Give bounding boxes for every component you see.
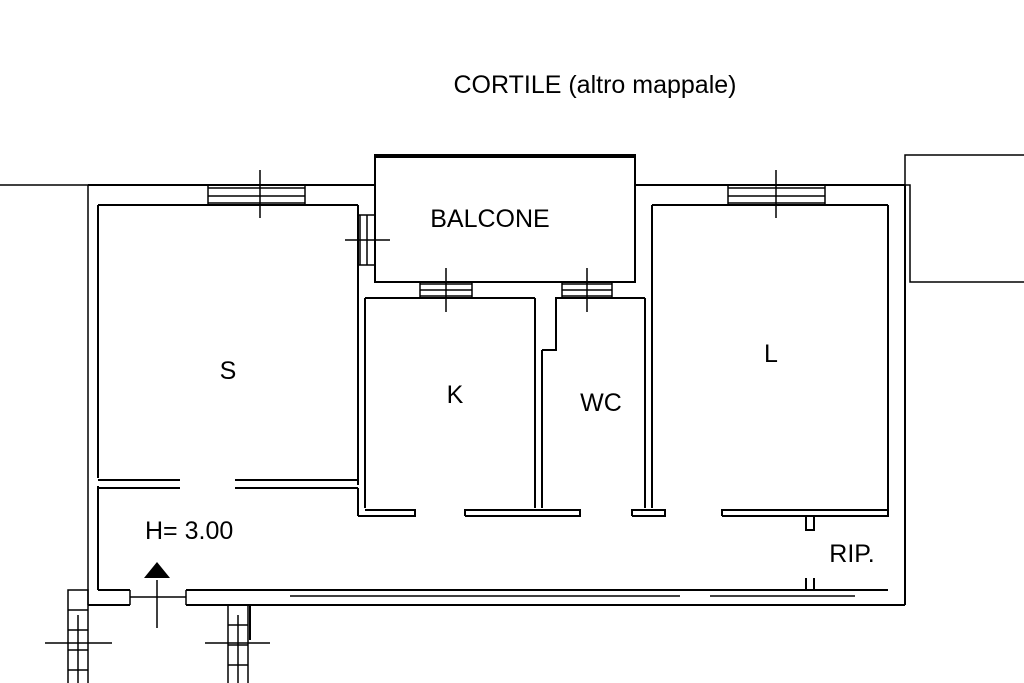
room-label-s: S: [220, 357, 237, 385]
closet-walls: [805, 516, 888, 591]
room-label-wc: WC: [580, 389, 622, 417]
balcony-outline: [374, 154, 636, 283]
site-boundary-lines: [0, 154, 1024, 605]
room-label-k: K: [447, 381, 464, 409]
window-k: [419, 268, 473, 312]
room-k-walls: [357, 297, 581, 517]
exterior-label: CORTILE (altro mappale): [454, 71, 737, 99]
windows: [129, 170, 855, 628]
window-l: [727, 170, 826, 218]
outer-walls: [88, 184, 906, 640]
entrance-arrow-icon: [144, 562, 170, 578]
window-wc: [561, 268, 613, 312]
room-wc-walls: [541, 205, 666, 517]
window-s-side: [345, 214, 390, 266]
entrance-door: [129, 580, 187, 628]
stair-elements: [45, 589, 270, 683]
ceiling-height-label: H= 3.00: [145, 517, 233, 545]
room-label-rip: RIP.: [829, 540, 874, 568]
room-s-walls: [98, 205, 359, 489]
window-s: [207, 170, 306, 218]
room-l-walls: [721, 509, 889, 517]
room-label-l: L: [764, 340, 778, 368]
room-label-balcone: BALCONE: [430, 205, 549, 233]
